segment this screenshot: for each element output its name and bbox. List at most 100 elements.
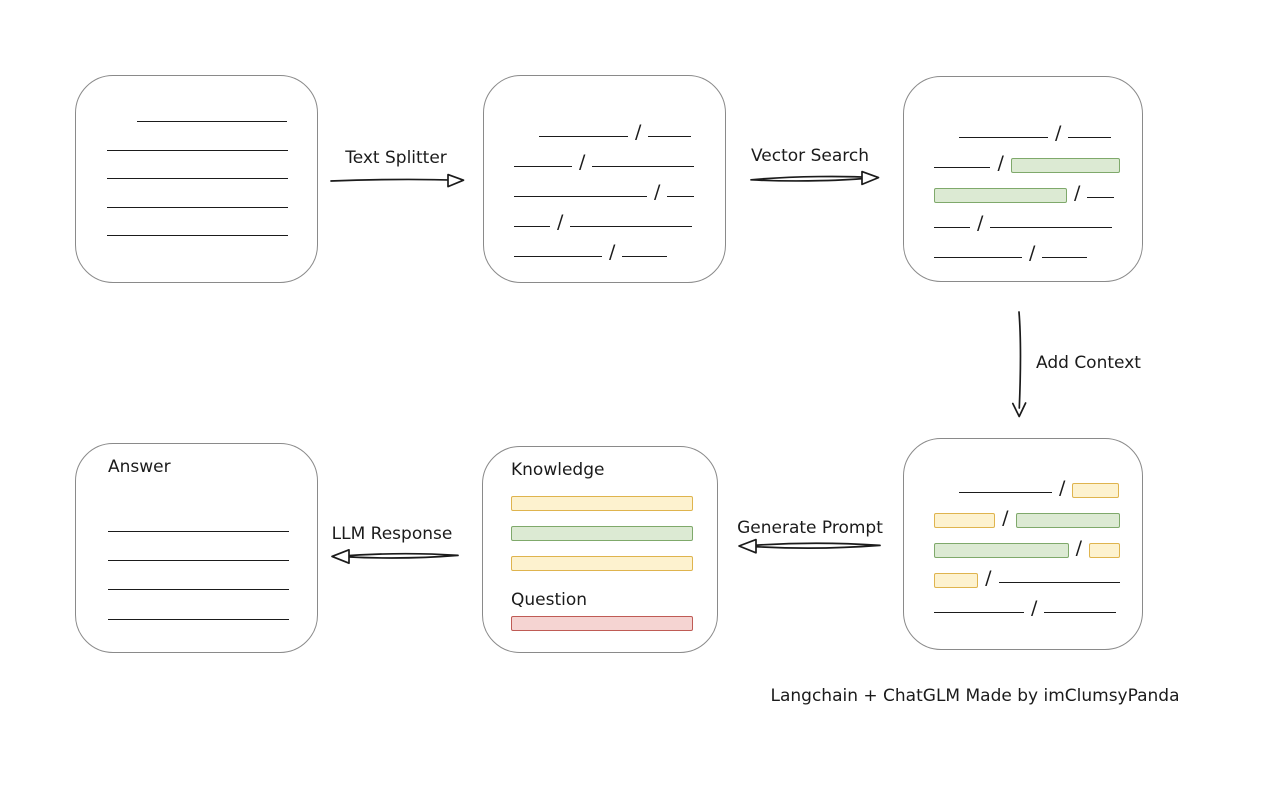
text-line xyxy=(934,612,1024,613)
text-line xyxy=(622,256,668,257)
yellow-highlight-bar xyxy=(1072,483,1120,498)
green-bar xyxy=(511,526,693,541)
text-line xyxy=(667,196,695,197)
vector-search-arrow xyxy=(750,170,880,186)
separator-slash: / xyxy=(635,121,642,143)
add-context-arrow xyxy=(1011,311,1027,418)
separator-slash: / xyxy=(997,152,1004,174)
knowledge-bars xyxy=(511,496,693,571)
llm-response-label: LLM Response xyxy=(331,524,453,544)
green-highlight-bar xyxy=(934,188,1067,203)
text-line xyxy=(108,589,289,591)
text-line xyxy=(514,256,602,257)
yellow-bar xyxy=(511,556,693,571)
text-line xyxy=(592,166,695,167)
llm-response-arrow xyxy=(331,548,459,565)
separator-slash: / xyxy=(654,181,661,203)
separator-slash: / xyxy=(985,567,992,589)
vector-result-rows: ///// xyxy=(904,77,1142,281)
chunk-row: / xyxy=(930,114,1124,144)
text-line xyxy=(934,257,1022,258)
separator-slash: / xyxy=(579,151,586,173)
answer-box: Answer xyxy=(75,443,318,653)
text-splitter-label: Text Splitter xyxy=(345,148,447,168)
text-line xyxy=(934,167,991,168)
knowledge-label: Knowledge xyxy=(511,460,605,480)
chunks-rows: / / / / / xyxy=(484,76,725,282)
separator-slash: / xyxy=(1002,507,1009,529)
text-line xyxy=(648,136,692,137)
chunk-row: / xyxy=(930,144,1124,174)
chunk-row: / xyxy=(510,143,707,173)
text-line xyxy=(514,166,572,167)
text-line xyxy=(1042,257,1088,258)
chunk-row: / xyxy=(510,173,707,203)
chunk-row: / xyxy=(930,499,1124,529)
chunk-row: / xyxy=(930,529,1124,559)
text-line xyxy=(137,121,287,122)
answer-lines xyxy=(108,524,290,620)
text-line xyxy=(107,149,288,151)
text-line xyxy=(108,531,289,532)
text-line xyxy=(990,227,1113,228)
chunk-row: / xyxy=(930,589,1124,619)
text-line xyxy=(539,136,628,137)
prompt-content: Knowledge Question xyxy=(483,447,717,631)
green-highlight-bar xyxy=(934,543,1069,558)
text-line xyxy=(1068,137,1112,138)
separator-slash: / xyxy=(557,211,564,233)
credit-caption: Langchain + ChatGLM Made by imClumsyPand… xyxy=(770,686,1180,706)
generate-prompt-label: Generate Prompt xyxy=(737,518,883,538)
add-context-label: Add Context xyxy=(1036,353,1141,373)
green-highlight-bar xyxy=(1015,513,1120,528)
yellow-highlight-bar xyxy=(934,573,979,588)
context-rows: / / / / / xyxy=(904,439,1142,649)
chunks-box: / / / / / xyxy=(483,75,726,283)
text-line xyxy=(959,137,1048,138)
text-line xyxy=(570,226,693,227)
yellow-highlight-bar xyxy=(934,513,996,528)
text-line xyxy=(514,196,647,197)
question-bars xyxy=(511,616,693,631)
text-line xyxy=(107,206,288,208)
separator-slash: / xyxy=(977,212,984,234)
chunk-row: / xyxy=(510,113,707,143)
separator-slash: / xyxy=(1059,477,1066,499)
question-label: Question xyxy=(511,590,588,610)
chunk-row: / xyxy=(930,174,1124,204)
text-splitter-arrow xyxy=(330,173,465,188)
yellow-bar xyxy=(511,496,693,511)
text-line xyxy=(1044,612,1117,613)
chunk-row: / xyxy=(510,233,707,263)
red-bar xyxy=(511,616,693,631)
text-line xyxy=(107,178,288,179)
text-line xyxy=(998,582,1120,583)
text-line xyxy=(108,618,289,620)
chunk-row: / xyxy=(930,204,1124,234)
document-box xyxy=(75,75,318,283)
separator-slash: / xyxy=(1074,182,1081,204)
text-line xyxy=(107,235,288,236)
prompt-box: Knowledge Question xyxy=(482,446,718,653)
green-highlight-bar xyxy=(1010,158,1120,173)
chunk-row: / xyxy=(930,234,1124,264)
answer-label: Answer xyxy=(108,457,171,477)
document-lines xyxy=(76,76,317,236)
vector-result-box: ///// xyxy=(903,76,1143,282)
context-box: / / / / / xyxy=(903,438,1143,650)
chunk-row: / xyxy=(930,469,1124,499)
generate-prompt-arrow xyxy=(738,538,881,554)
separator-slash: / xyxy=(609,241,616,263)
text-line xyxy=(108,560,289,562)
text-line xyxy=(514,226,550,227)
yellow-highlight-bar xyxy=(1088,543,1120,558)
separator-slash: / xyxy=(1031,597,1038,619)
vector-search-label: Vector Search xyxy=(751,146,869,166)
chunk-row: / xyxy=(930,559,1124,589)
text-line xyxy=(934,227,970,228)
separator-slash: / xyxy=(1075,537,1082,559)
chunk-row: / xyxy=(510,203,707,233)
text-line xyxy=(1087,197,1115,198)
separator-slash: / xyxy=(1055,122,1062,144)
